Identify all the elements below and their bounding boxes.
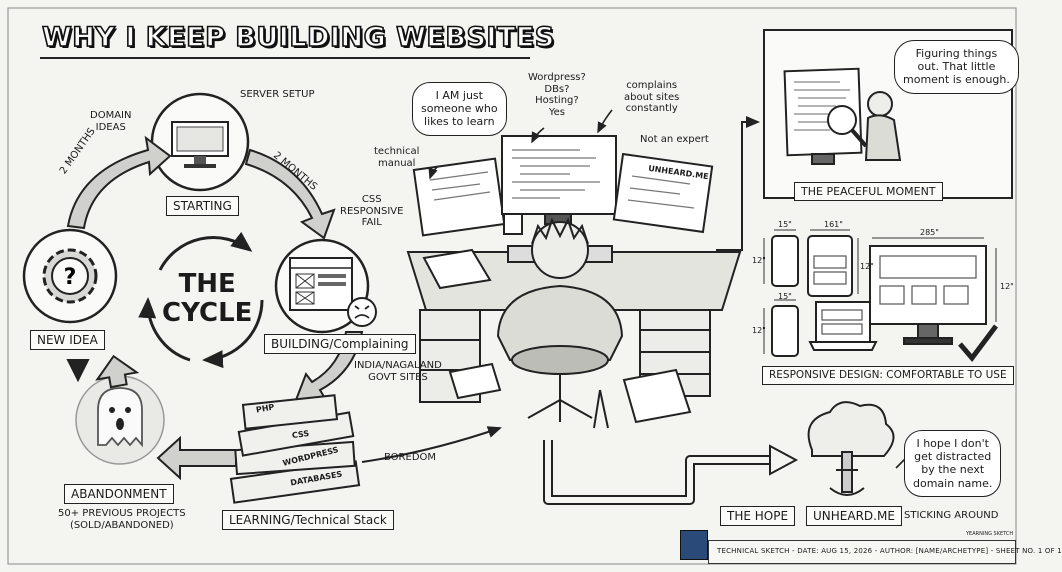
unheard-label: UNHEARD.ME bbox=[806, 506, 902, 527]
stamp-text: YEARNING SKETCH bbox=[966, 531, 1014, 537]
magnifier-person-icon bbox=[783, 67, 902, 165]
the-hope-label: THE HOPE bbox=[720, 506, 796, 527]
not-expert-label: Not an expert bbox=[640, 134, 709, 145]
new-idea-label: NEW IDEA bbox=[30, 330, 105, 351]
dim-phone-height: 12" bbox=[752, 256, 766, 265]
wireframe-circle-icon bbox=[274, 238, 377, 334]
sketch-canvas: ? bbox=[7, 7, 1062, 565]
dim-phone2-height: 12" bbox=[752, 326, 766, 335]
gear-icon: ? bbox=[22, 228, 118, 324]
boredom-label: BOREDOM bbox=[384, 452, 437, 463]
hope-path-arrow bbox=[543, 440, 770, 505]
dim-tablet-height: 12" bbox=[860, 262, 874, 271]
cycle-arrows-icon bbox=[138, 231, 264, 369]
ghost-icon bbox=[75, 375, 165, 465]
sketch-stamp-icon bbox=[680, 530, 708, 560]
abandonment-note: 50+ PREVIOUS PROJECTS(SOLD/ABANDONED) bbox=[58, 508, 186, 531]
svg-text:?: ? bbox=[64, 265, 77, 290]
books-stack-icon bbox=[229, 394, 361, 504]
building-label: BUILDING/Complaining bbox=[264, 334, 416, 355]
starting-circle-icon bbox=[150, 92, 250, 192]
responsive-devices-icon bbox=[771, 235, 998, 362]
starting-label: STARTING bbox=[166, 196, 239, 217]
dim-phone2-width: 15" bbox=[778, 292, 792, 301]
peaceful-moment-label: THE PEACEFUL MOMENT bbox=[794, 182, 943, 202]
sheet-border bbox=[7, 7, 1017, 565]
page-title: WHY I KEEP BUILDING WEBSITES bbox=[41, 21, 555, 54]
dim-monitor-width: 285" bbox=[920, 228, 939, 237]
dim-monitor-height: 12" bbox=[1000, 282, 1014, 291]
footer-text: TECHNICAL SKETCH - DATE: AUG 15, 2026 - … bbox=[717, 547, 1062, 555]
footer-title-block: TECHNICAL SKETCH - DATE: AUG 15, 2026 - … bbox=[708, 540, 1062, 564]
boredom-arrow bbox=[361, 426, 502, 463]
learning-label: LEARNING/Technical Stack bbox=[222, 510, 394, 531]
questions-label: Wordpress?DBs?Hosting?Yes bbox=[528, 72, 586, 118]
responsive-label: RESPONSIVE DESIGN: COMFORTABLE TO USE bbox=[762, 366, 1014, 385]
dim-phone-width: 15" bbox=[778, 220, 792, 229]
desk-illustration bbox=[406, 135, 742, 429]
dim-tablet-width: 161" bbox=[824, 220, 843, 229]
sticking-around-label: STICKING AROUND bbox=[904, 510, 999, 521]
tree-anchor-icon bbox=[807, 401, 895, 496]
server-setup-label: SERVER SETUP bbox=[240, 89, 315, 100]
abandonment-label: ABANDONMENT bbox=[64, 484, 174, 505]
